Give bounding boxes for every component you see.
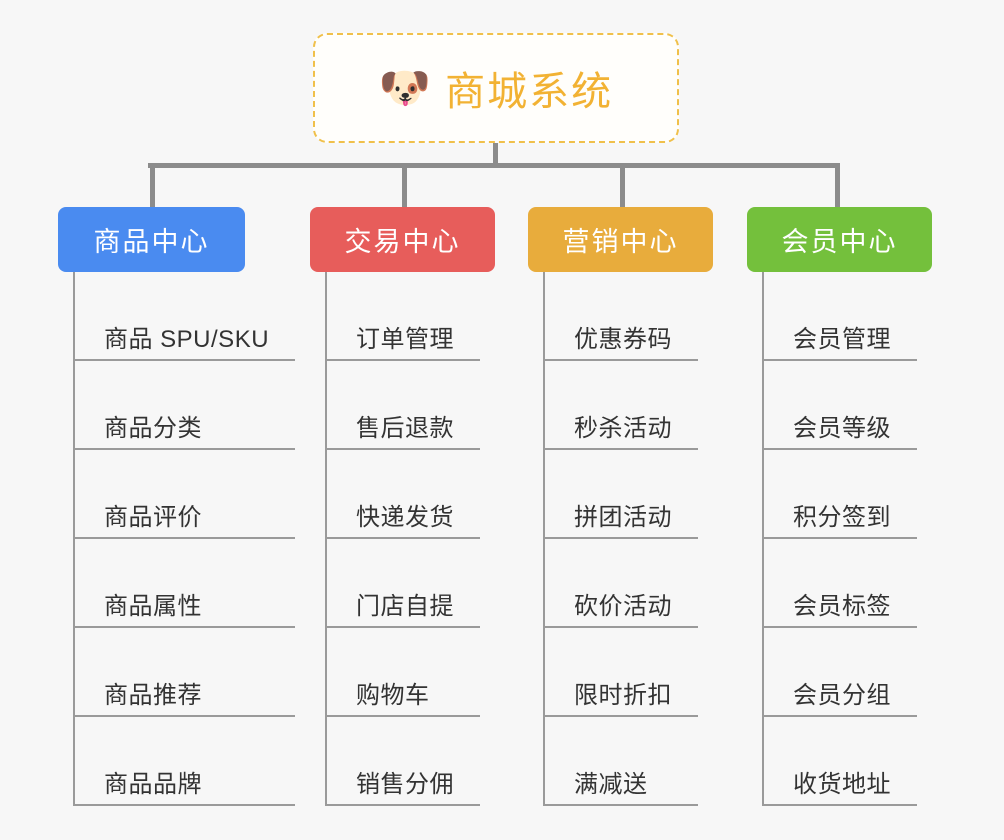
leaf-item[interactable]: 购物车 [325, 628, 480, 717]
leaf-label: 秒杀活动 [574, 414, 672, 442]
branch-header-label: 会员中心 [781, 227, 898, 257]
leaf-item[interactable]: 拼团活动 [543, 450, 698, 539]
leaf-item[interactable]: 砍价活动 [543, 539, 698, 628]
root-stem-connector [493, 143, 498, 165]
leaf-label: 商品属性 [104, 592, 202, 620]
leaf-item[interactable]: 售后退款 [325, 361, 480, 450]
branch-header-label: 营销中心 [562, 227, 679, 257]
leaf-item[interactable]: 门店自提 [325, 539, 480, 628]
leaf-label: 售后退款 [356, 414, 454, 442]
leaf-label: 商品推荐 [104, 681, 202, 709]
leaf-label: 订单管理 [356, 325, 454, 353]
branch-trunk-1 [325, 272, 327, 806]
leaf-list-marketing-center: 优惠券码 秒杀活动 拼团活动 砍价活动 限时折扣 满减送 [543, 272, 698, 806]
leaf-label: 商品品牌 [104, 770, 202, 798]
leaf-item[interactable]: 满减送 [543, 717, 698, 806]
leaf-label: 会员管理 [793, 325, 891, 353]
branch-trunk-2 [543, 272, 545, 806]
leaf-label: 优惠券码 [574, 325, 672, 353]
branch-header-label: 交易中心 [344, 227, 461, 257]
shiba-dog-face-icon: 🐶 [378, 64, 432, 111]
branch-drop-connector-2 [620, 163, 625, 207]
leaf-item[interactable]: 秒杀活动 [543, 361, 698, 450]
branch-drop-connector-3 [835, 163, 840, 207]
leaf-item[interactable]: 商品 SPU/SKU [73, 272, 296, 361]
leaf-label: 收货地址 [793, 770, 891, 798]
leaf-label: 积分签到 [793, 503, 891, 531]
leaf-item[interactable]: 订单管理 [325, 272, 480, 361]
branch-drop-connector-1 [402, 163, 407, 207]
leaf-item[interactable]: 会员分组 [762, 628, 917, 717]
leaf-label: 满减送 [574, 770, 648, 798]
leaf-item[interactable]: 会员管理 [762, 272, 917, 361]
leaf-label: 商品分类 [104, 414, 202, 442]
leaf-item[interactable]: 商品品牌 [73, 717, 296, 806]
leaf-item[interactable]: 销售分佣 [325, 717, 480, 806]
branch-header-member-center[interactable]: 会员中心 [747, 207, 932, 272]
leaf-label: 商品 SPU/SKU [104, 325, 270, 353]
leaf-label: 限时折扣 [574, 681, 672, 709]
branch-trunk-0 [73, 272, 75, 806]
leaf-label: 门店自提 [356, 592, 454, 620]
leaf-label: 砍价活动 [574, 592, 672, 620]
leaf-item[interactable]: 优惠券码 [543, 272, 698, 361]
leaf-label: 拼团活动 [574, 503, 672, 531]
leaf-label: 商品评价 [104, 503, 202, 531]
leaf-item[interactable]: 积分签到 [762, 450, 917, 539]
leaf-label: 快递发货 [356, 503, 454, 531]
leaf-item[interactable]: 商品评价 [73, 450, 296, 539]
leaf-list-trade-center: 订单管理 售后退款 快递发货 门店自提 购物车 销售分佣 [325, 272, 480, 806]
leaf-label: 会员标签 [793, 592, 891, 620]
root-node[interactable]: 🐶 商城系统 [313, 33, 679, 143]
branch-header-marketing-center[interactable]: 营销中心 [528, 207, 713, 272]
branch-trunk-3 [762, 272, 764, 806]
leaf-label: 会员分组 [793, 681, 891, 709]
leaf-item[interactable]: 收货地址 [762, 717, 917, 806]
leaf-item[interactable]: 会员标签 [762, 539, 917, 628]
leaf-label: 销售分佣 [356, 770, 454, 798]
leaf-item[interactable]: 限时折扣 [543, 628, 698, 717]
leaf-item[interactable]: 会员等级 [762, 361, 917, 450]
branch-bus-connector [148, 163, 838, 168]
branch-header-label: 商品中心 [93, 227, 210, 257]
leaf-item[interactable]: 商品推荐 [73, 628, 296, 717]
leaf-item[interactable]: 商品分类 [73, 361, 296, 450]
leaf-item[interactable]: 快递发货 [325, 450, 480, 539]
leaf-list-product-center: 商品 SPU/SKU 商品分类 商品评价 商品属性 商品推荐 商品品牌 [73, 272, 296, 806]
leaf-list-member-center: 会员管理 会员等级 积分签到 会员标签 会员分组 收货地址 [762, 272, 917, 806]
leaf-label: 会员等级 [793, 414, 891, 442]
branch-drop-connector-0 [150, 163, 155, 207]
branch-header-product-center[interactable]: 商品中心 [58, 207, 245, 272]
leaf-item[interactable]: 商品属性 [73, 539, 296, 628]
root-title: 商城系统 [445, 70, 614, 114]
branch-header-trade-center[interactable]: 交易中心 [310, 207, 495, 272]
leaf-label: 购物车 [356, 681, 430, 709]
